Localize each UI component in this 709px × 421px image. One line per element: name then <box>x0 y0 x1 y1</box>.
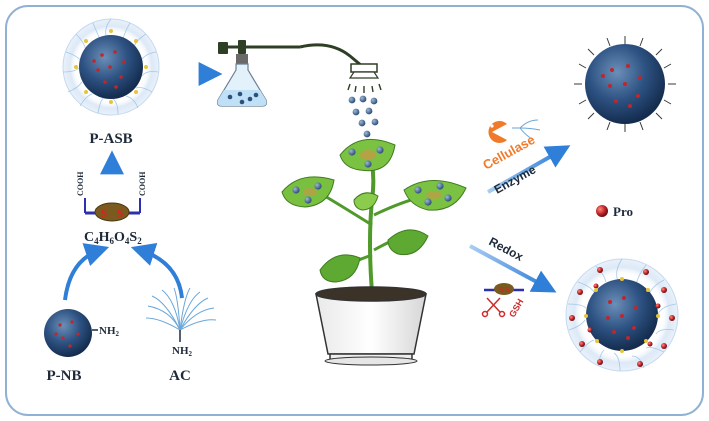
svg-text:S: S <box>499 287 504 294</box>
enzyme-released-nanoparticle <box>574 36 676 132</box>
ss-right-label: S <box>117 206 124 220</box>
spray-nozzle <box>348 63 380 79</box>
potted-plant <box>281 138 467 366</box>
ac-fibers <box>145 287 217 331</box>
spray-lines <box>347 83 382 93</box>
p-asb-label: P-ASB <box>89 131 132 147</box>
p-asb-nanoparticle <box>62 18 160 116</box>
ss-left-label: S <box>101 206 108 220</box>
pro-legend-label: Pro <box>613 204 633 219</box>
p-nb-label: P-NB <box>47 368 82 384</box>
ac-label: AC <box>169 368 191 384</box>
arrow-ac-to-linker <box>130 242 184 299</box>
redox-released-nanoparticle <box>565 258 679 372</box>
cut-fiber-icon <box>512 119 541 141</box>
arrow-p-nb-to-linker <box>63 243 110 301</box>
cooh-left-label: COOH <box>76 171 85 196</box>
svg-text:S: S <box>505 287 510 294</box>
spray-droplets <box>348 95 379 138</box>
cleaved-disulfide-icon: S S <box>484 283 524 295</box>
formula-label: C4H6O4S2 <box>84 230 142 246</box>
pro-legend-dot <box>596 205 608 217</box>
disulfide-linker <box>84 198 141 222</box>
scissors-icon <box>481 297 506 318</box>
arrow-enzyme <box>487 145 571 194</box>
outer-frame <box>5 5 704 416</box>
sprayer-bottle <box>216 40 363 107</box>
arrow-redox <box>469 244 557 293</box>
released-pro-dots <box>569 267 675 367</box>
p-nb-nh2-label: NH2 <box>99 325 120 338</box>
cellulase-pacman-icon <box>488 121 507 143</box>
p-asb-linkers <box>74 29 148 104</box>
p-nb-nanoparticle <box>44 309 92 357</box>
p-asb-core-dots <box>92 50 126 89</box>
cooh-right-label: COOH <box>138 171 147 196</box>
ac-nh2-label: NH2 <box>172 345 193 358</box>
